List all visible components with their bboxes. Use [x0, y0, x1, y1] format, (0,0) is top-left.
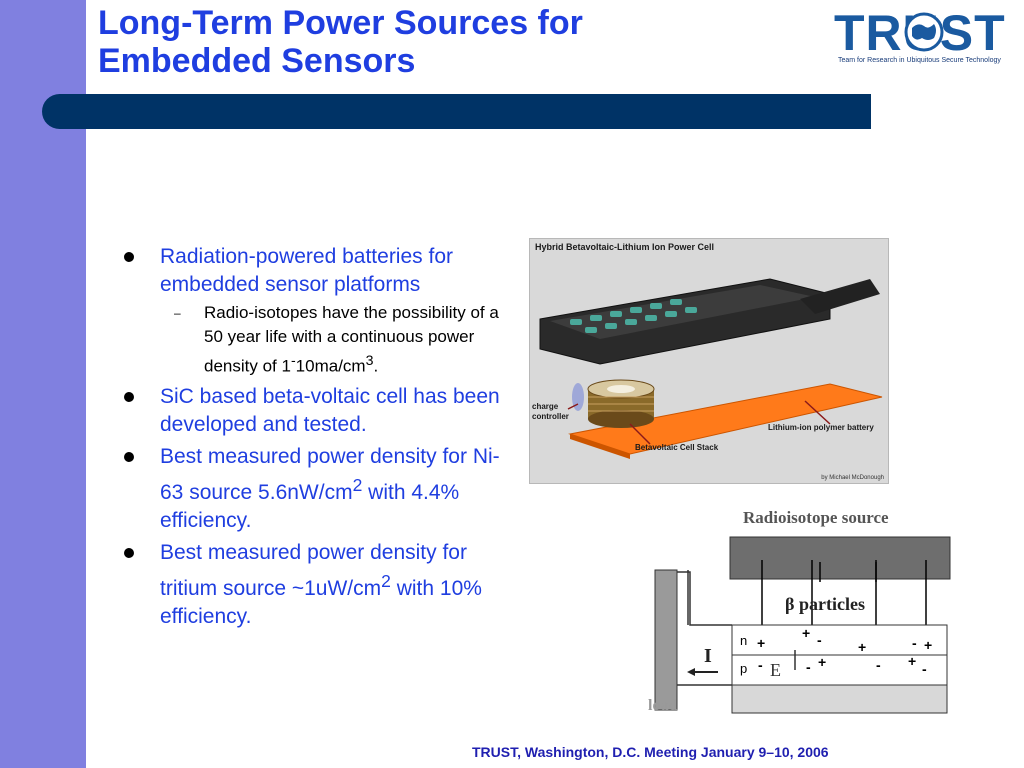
source-label: Radioisotope source — [743, 508, 889, 527]
charge-controller-label: charge controller — [532, 402, 569, 421]
bullet-list: Radiation-powered batteries for embedded… — [122, 243, 522, 635]
lithium-battery-plate — [568, 383, 883, 455]
phone-keypad — [570, 299, 697, 333]
bullet-text: Best measured power density for tritium … — [160, 540, 467, 600]
figure-title: Hybrid Betavoltaic-Lithium Ion Power Cel… — [535, 242, 715, 252]
load-label: load — [648, 697, 677, 714]
sub-bullet-text: Radio-isotopes have the possibility of a… — [204, 303, 499, 376]
bullet-dot — [124, 451, 134, 462]
current-arrowhead — [687, 668, 695, 676]
superscript: 3 — [365, 353, 374, 369]
bullet-dot — [124, 391, 134, 402]
bullet-ni63-density: Best measured power density for Ni-63 so… — [122, 443, 522, 535]
superscript: 2 — [352, 474, 363, 495]
hybrid-power-cell-figure: Hybrid Betavoltaic-Lithium Ion Power Cel… — [529, 238, 889, 484]
sub-bullet-radio-isotopes: – Radio-isotopes have the possibility of… — [160, 301, 522, 379]
top-wire — [677, 571, 732, 626]
svg-text:+: + — [802, 625, 810, 641]
bullet-dot — [124, 252, 134, 262]
svg-text:-: - — [912, 635, 917, 651]
stack-arrow — [629, 423, 651, 445]
p-label: p — [740, 661, 747, 676]
bullet-dot — [124, 547, 134, 558]
svg-text:+: + — [908, 653, 916, 669]
svg-text:-: - — [806, 659, 811, 675]
charge-arrow — [567, 403, 579, 410]
battery-plate-edge — [570, 434, 630, 459]
field-label: E — [770, 660, 781, 680]
current-label: I — [704, 645, 712, 667]
svg-text:+: + — [818, 654, 826, 670]
title-line-2: Embedded Sensors — [98, 42, 416, 80]
n-label: n — [740, 633, 747, 648]
superscript: 2 — [381, 570, 391, 591]
sub-bullet-text: 10ma/cm — [295, 356, 366, 376]
bullet-text: Best measured power density for Ni-63 so… — [160, 444, 500, 504]
bullet-text: with 10% efficiency. — [160, 576, 482, 628]
radioisotope-diagram-svg: Radioisotope source β particles n p ++- … — [648, 508, 951, 714]
bullet-text: SiC based beta-voltaic cell has been dev… — [160, 384, 500, 436]
bullet-sic-cell: SiC based beta-voltaic cell has been dev… — [122, 383, 522, 439]
sub-bullet-text: . — [373, 356, 379, 376]
svg-text:-: - — [876, 657, 881, 673]
trust-logo: TRUST Team for Research in Ubiquitous Se… — [832, 5, 1012, 68]
n-layer — [731, 624, 948, 656]
phone-antenna — [800, 279, 880, 314]
header-bar — [42, 94, 871, 129]
slide-footer: TRUST, Washington, D.C. Meeting January … — [472, 744, 829, 760]
sub-bullet-dash: – — [174, 306, 181, 320]
particles-label: β particles — [785, 594, 865, 614]
svg-text:-: - — [758, 657, 763, 673]
logo-tagline: Team for Research in Ubiquitous Secure T… — [838, 57, 1001, 64]
load-block — [654, 569, 678, 711]
radioisotope-diagram: Radioisotope source β particles n p ++- … — [640, 500, 965, 725]
substrate-layer — [731, 684, 948, 714]
battery-arrow — [804, 400, 831, 425]
cell-stack-label: Betavoltaic Cell Stack — [635, 443, 719, 452]
hybrid-cell-illustration — [539, 278, 883, 459]
bullet-text: with 4.4% efficiency. — [160, 480, 460, 532]
slide-title: Long-Term Power Sources for Embedded Sen… — [98, 4, 798, 80]
globe-icon — [904, 12, 944, 52]
superscript: - — [290, 353, 296, 369]
charge-signs: ++- +-+ --+ -+- — [757, 625, 932, 677]
figure-credit: by Michael McDonough — [821, 475, 884, 481]
sub-bullet-list: – Radio-isotopes have the possibility of… — [160, 301, 522, 379]
bullet-text: Radiation-powered batteries for embedded… — [160, 245, 453, 296]
bullet-radiation-batteries: Radiation-powered batteries for embedded… — [122, 243, 522, 379]
title-line-1: Long-Term Power Sources for — [98, 4, 583, 42]
svg-text:+: + — [757, 635, 765, 651]
svg-text:+: + — [924, 637, 932, 653]
charge-controller-shape — [572, 383, 584, 411]
betavoltaic-cell-stack — [587, 379, 655, 428]
svg-text:-: - — [817, 632, 822, 648]
svg-text:+: + — [858, 639, 866, 655]
source-block — [729, 536, 951, 580]
bullet-tritium-density: Best measured power density for tritium … — [122, 539, 522, 631]
battery-label: Lithium-ion polymer battery — [768, 423, 874, 432]
svg-text:-: - — [922, 661, 927, 677]
